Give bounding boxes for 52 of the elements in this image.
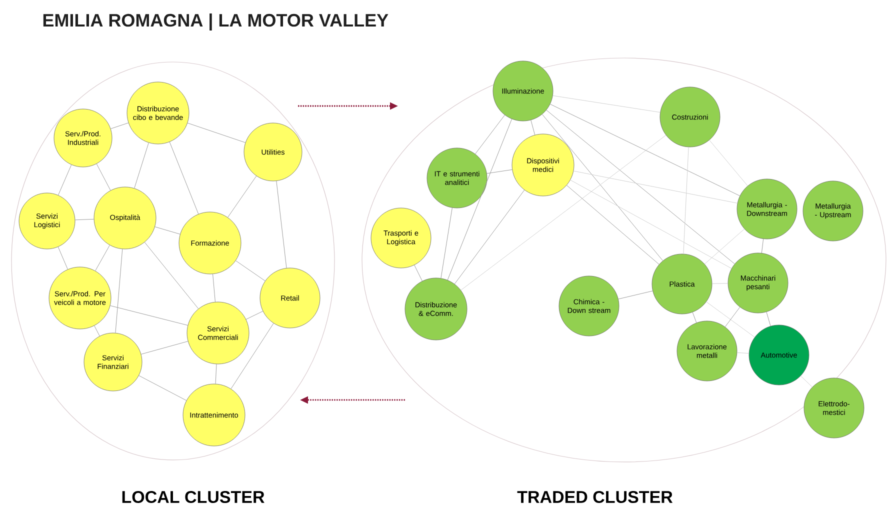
link-line (115, 248, 123, 334)
link-line (692, 312, 697, 323)
link-line (766, 312, 771, 326)
link-line (706, 302, 755, 338)
link-line (542, 114, 664, 261)
link-line (138, 375, 187, 401)
link-line (736, 352, 750, 354)
link-line (570, 180, 732, 269)
link-line (552, 95, 660, 113)
link-line (58, 164, 72, 196)
link-line (235, 260, 266, 282)
link-line (530, 120, 536, 136)
link-line (761, 238, 764, 254)
link-line (154, 226, 180, 234)
link-line (573, 170, 738, 204)
link-line (800, 376, 812, 388)
link-line (74, 218, 94, 220)
link-line (709, 140, 748, 186)
link-line (215, 364, 217, 384)
link-line (246, 310, 264, 320)
link-line (724, 306, 740, 328)
link-line (94, 325, 100, 336)
link-line (134, 142, 149, 188)
link-line (230, 323, 274, 390)
link-line (58, 246, 68, 270)
link-line (414, 264, 422, 282)
link-line (546, 110, 735, 264)
link-line (486, 169, 512, 174)
link-line (440, 208, 452, 278)
link-line (454, 190, 525, 284)
link-line (95, 244, 110, 272)
link-line (276, 180, 287, 268)
link-line (683, 146, 689, 254)
link-line (475, 114, 505, 154)
link-line (110, 122, 129, 129)
link-line (228, 176, 257, 218)
link-line (550, 104, 740, 196)
link-line (96, 164, 111, 191)
link-line (110, 305, 188, 326)
cluster-heading: TRADED CLUSTER (517, 490, 673, 503)
link-line (618, 290, 653, 300)
link-line (144, 242, 199, 309)
link-line (140, 341, 188, 354)
link-line (704, 228, 745, 264)
link-line (187, 122, 246, 143)
link-line (169, 142, 199, 214)
title: EMILIA ROMAGNA | LA MOTOR VALLEY (43, 13, 388, 31)
link-line (212, 274, 216, 302)
link-line (460, 134, 666, 290)
cluster-heading: LOCAL CLUSTER (122, 490, 264, 503)
link-line (566, 185, 660, 265)
link-line (447, 118, 512, 280)
